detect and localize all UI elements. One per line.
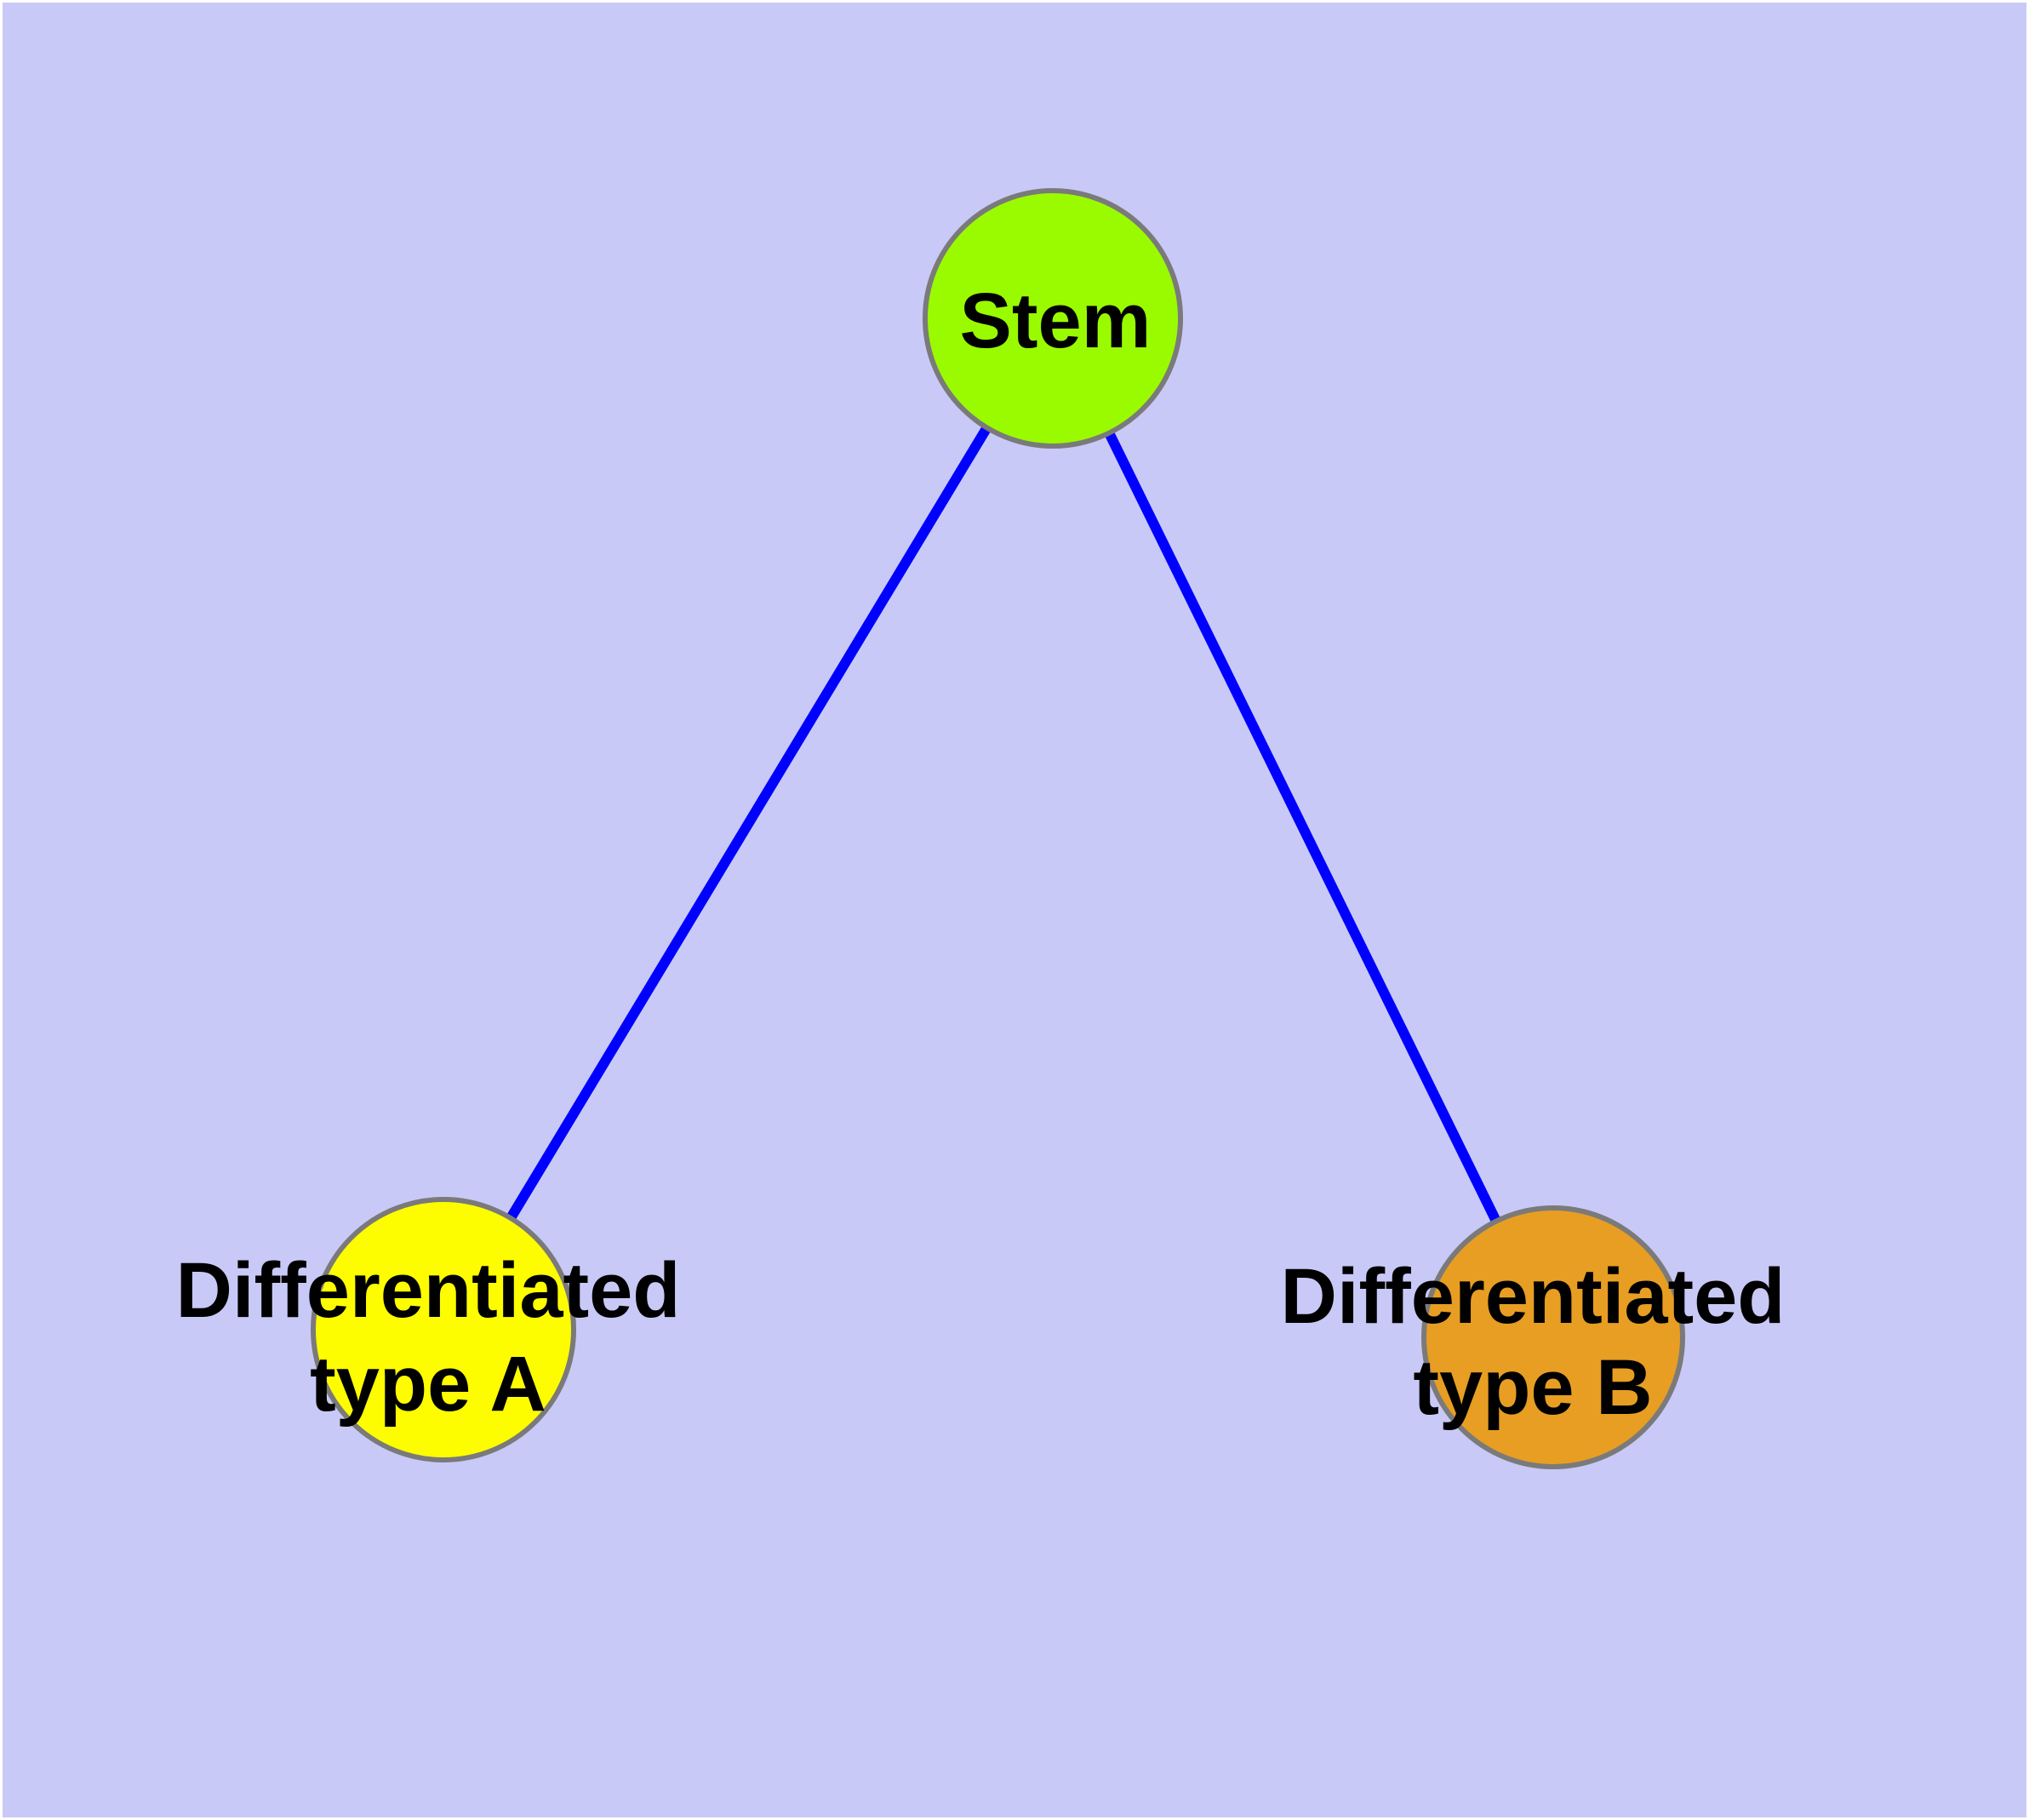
- node-stem-label: Stem: [960, 278, 1152, 364]
- node-type-b-label-line2: type B: [1413, 1344, 1652, 1431]
- node-type-b-label-line1: Differentiated: [1281, 1253, 1786, 1340]
- node-stem-circle: [923, 188, 1183, 449]
- node-type-a: Differentiated type A: [176, 1197, 681, 1462]
- node-stem: Stem: [923, 188, 1183, 449]
- node-type-a-circle: [311, 1197, 576, 1462]
- node-type-b: Differentiated type B: [1281, 1205, 1786, 1469]
- node-type-a-label-line1: Differentiated: [176, 1247, 681, 1334]
- node-type-a-label-line2: type A: [310, 1341, 546, 1428]
- edge-stem-to-type-a: [438, 315, 1058, 1333]
- edge-stem-to-type-b: [1048, 316, 1558, 1340]
- node-type-b-circle: [1421, 1205, 1685, 1469]
